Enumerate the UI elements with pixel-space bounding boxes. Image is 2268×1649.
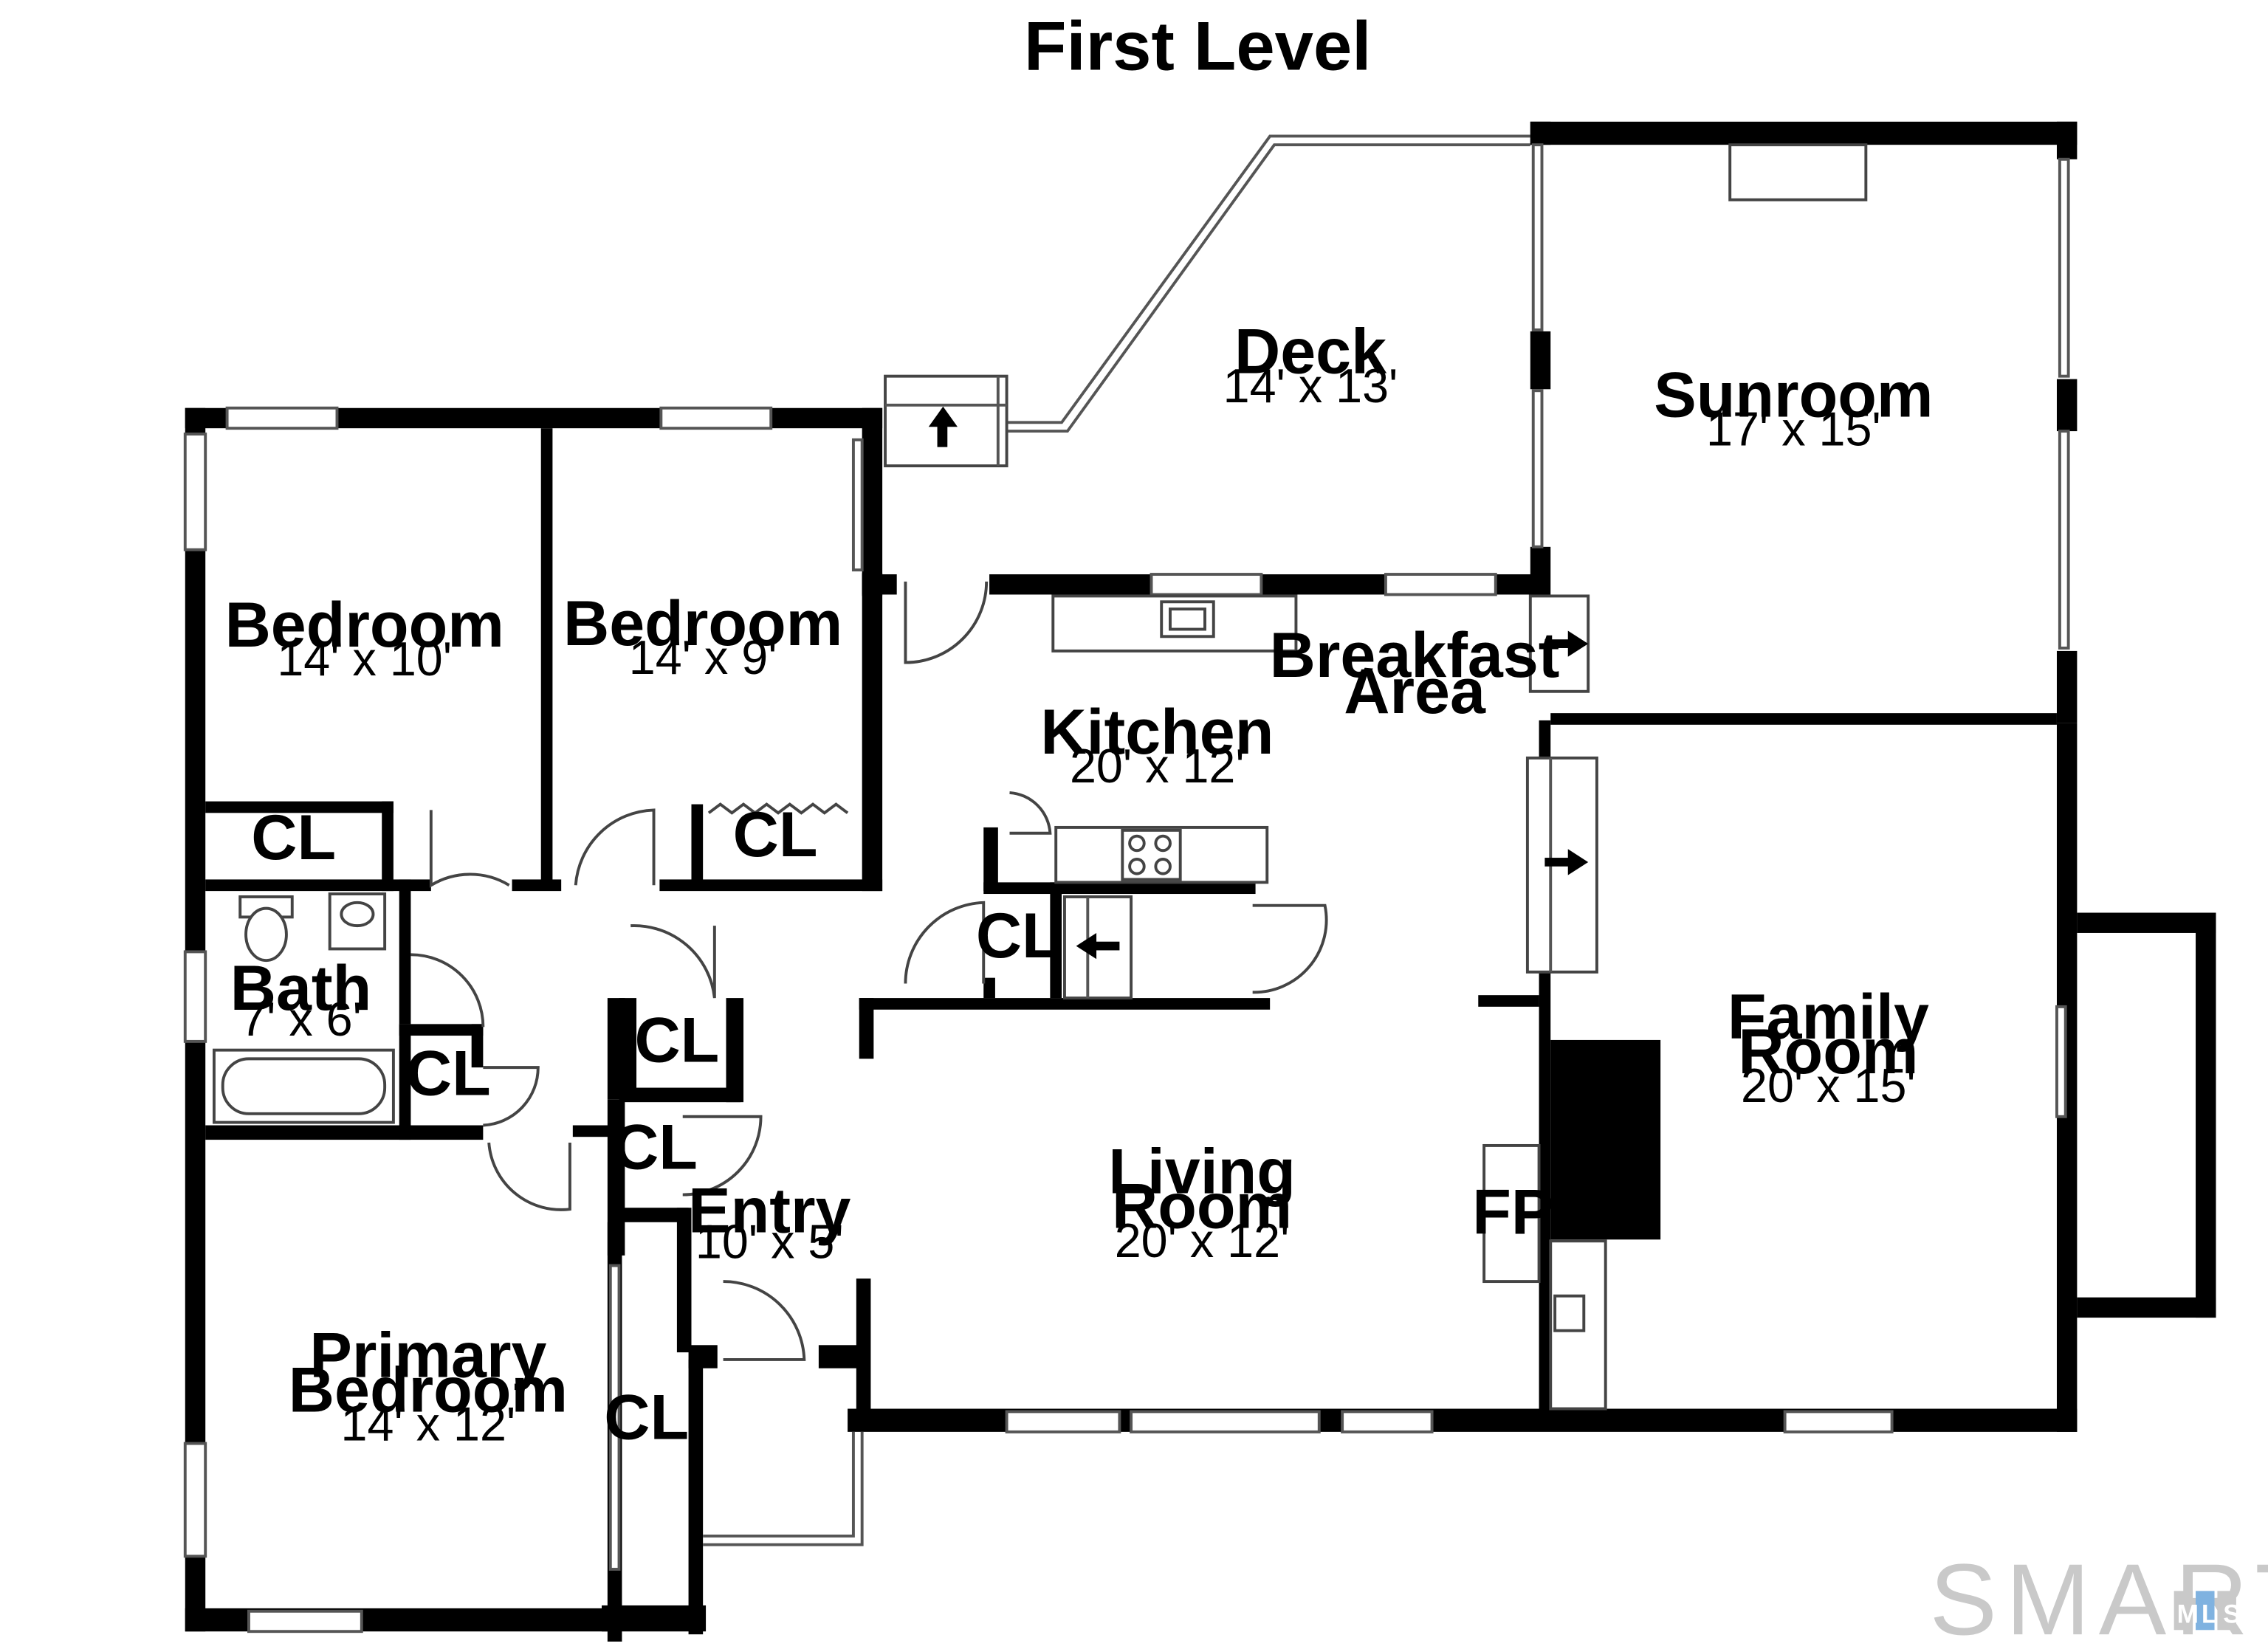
closet-label: CL bbox=[733, 799, 818, 870]
bedroom-1-dims: 14' x 10' bbox=[277, 632, 452, 686]
kitchen-dims: 20' x 12' bbox=[1070, 739, 1245, 793]
bedroom-2-label: Bedroom bbox=[563, 588, 842, 659]
logo-l: L bbox=[2202, 1600, 2218, 1628]
closet-label: CL bbox=[613, 1112, 698, 1182]
fixtures bbox=[213, 143, 1868, 1546]
deck-label: Deck bbox=[1234, 317, 1387, 388]
primary-bedroom-label-line2: Bedroom bbox=[289, 1354, 568, 1425]
living-room-label-line1: Living bbox=[1108, 1137, 1296, 1208]
living-room-label-line2: Room bbox=[1112, 1171, 1292, 1242]
kitchen-label: Kitchen bbox=[1040, 697, 1274, 768]
bedroom-2-dims: 14' x 9' bbox=[629, 630, 777, 684]
deck-dims: 14' x 13' bbox=[1223, 359, 1398, 413]
up-arrow-icon bbox=[928, 406, 958, 447]
closet-label: CL bbox=[634, 1005, 719, 1075]
closet-label: CL bbox=[251, 802, 336, 873]
right-arrow-icon bbox=[1544, 849, 1589, 875]
fireplace-label: FP bbox=[1472, 1177, 1553, 1247]
left-arrow-icon bbox=[1076, 932, 1120, 960]
deck-outline bbox=[884, 134, 1530, 468]
family-room-label-line1: Family bbox=[1728, 982, 1929, 1053]
bath-dims: 7' x 6' bbox=[240, 992, 362, 1046]
breakfast-label-line1: Breakfast bbox=[1270, 620, 1560, 691]
door-swings bbox=[410, 581, 1328, 1361]
primary-bedroom-label-line1: Primary bbox=[309, 1320, 546, 1391]
logo-s: S bbox=[2223, 1600, 2241, 1628]
entry-dims: 10' x 5' bbox=[695, 1215, 844, 1269]
logo-m: M bbox=[2177, 1600, 2199, 1628]
logo-text: SMART bbox=[1930, 1543, 2268, 1649]
right-arrow-icon bbox=[1544, 630, 1589, 657]
primary-bedroom-dims: 14' x 12' bbox=[341, 1397, 516, 1451]
entry-label: Entry bbox=[688, 1175, 850, 1246]
smart-mls-logo: SMART M L S bbox=[1930, 1543, 2268, 1649]
family-room-dims: 20' x 15' bbox=[1741, 1058, 1916, 1112]
living-room-dims: 20' x 12' bbox=[1115, 1213, 1290, 1267]
breakfast-label-line2: Area bbox=[1344, 656, 1486, 727]
windows bbox=[183, 143, 2070, 1633]
closet-label: CL bbox=[604, 1383, 689, 1453]
closet-label: CL bbox=[976, 901, 1061, 971]
bath-label: Bath bbox=[230, 953, 372, 1024]
family-room-label-line2: Room bbox=[1738, 1016, 1918, 1087]
sunroom-label: Sunroom bbox=[1654, 360, 1933, 431]
plan-title: First Level bbox=[1024, 7, 1371, 84]
sunroom-dims: 17' x 15' bbox=[1706, 402, 1881, 456]
closet-label: CL bbox=[406, 1038, 491, 1109]
bedroom-1-label: Bedroom bbox=[225, 590, 504, 661]
